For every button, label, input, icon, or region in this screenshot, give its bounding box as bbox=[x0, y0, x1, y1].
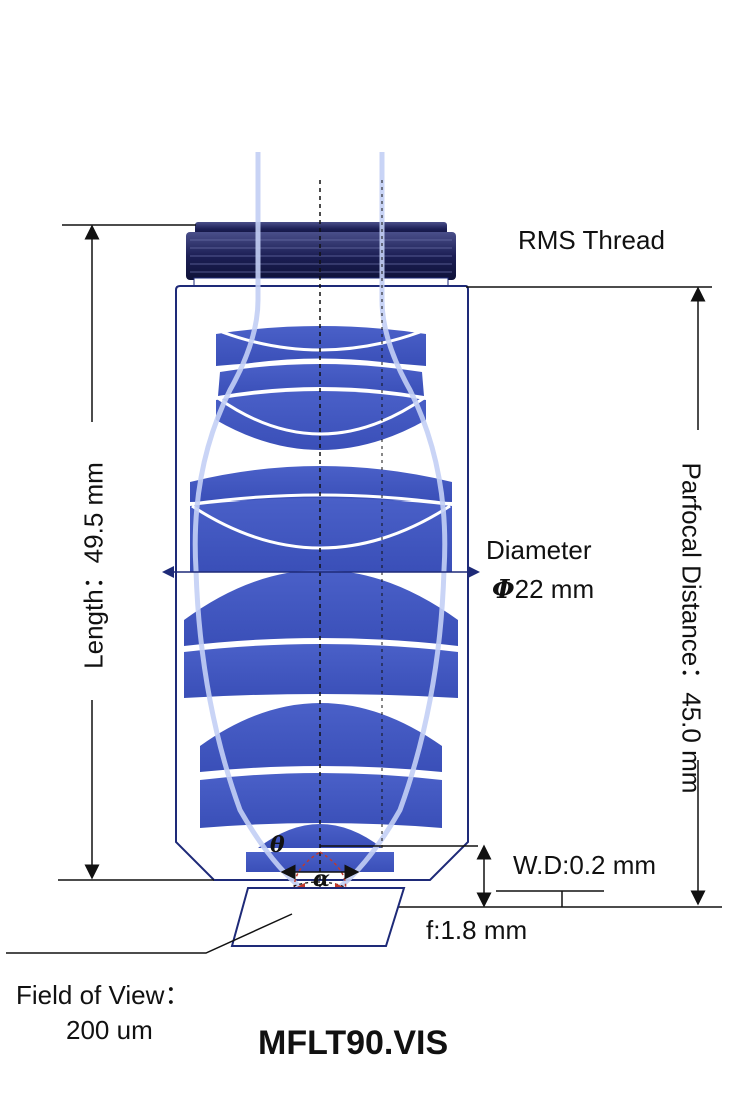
light-beam bbox=[192, 152, 448, 903]
working-distance-dimension bbox=[320, 844, 604, 908]
diameter-number: 22 mm bbox=[514, 574, 595, 604]
theta-label: θ bbox=[270, 832, 285, 858]
rms-thread bbox=[186, 222, 456, 287]
diameter-symbol: Φ bbox=[492, 575, 515, 605]
rms-thread-label: RMS Thread bbox=[518, 225, 665, 255]
field-of-view-value: 200 um bbox=[66, 1015, 153, 1045]
diameter-value: Φ22 mm bbox=[492, 574, 594, 605]
model-title: MFLT90.VIS bbox=[258, 1024, 449, 1062]
diameter-label: Diameter bbox=[486, 535, 592, 565]
focal-length-label: f:1.8 mm bbox=[426, 915, 528, 945]
alpha-label: α bbox=[313, 866, 330, 892]
fov-leader-line bbox=[6, 913, 293, 954]
parfocal-dimension bbox=[360, 286, 722, 908]
parfocal-label: Parfocal Distance：45.0 mm bbox=[676, 462, 707, 794]
lens-group-3 bbox=[184, 570, 458, 698]
length-label: Length：49.5 mm bbox=[78, 462, 109, 669]
lens-group-1 bbox=[216, 326, 426, 450]
sample-plane bbox=[230, 887, 406, 947]
field-of-view-label: Field of View： bbox=[16, 980, 191, 1010]
length-dimension bbox=[58, 224, 214, 881]
working-distance-label: W.D:0.2 mm bbox=[513, 850, 657, 880]
lens-group-2 bbox=[190, 466, 452, 572]
